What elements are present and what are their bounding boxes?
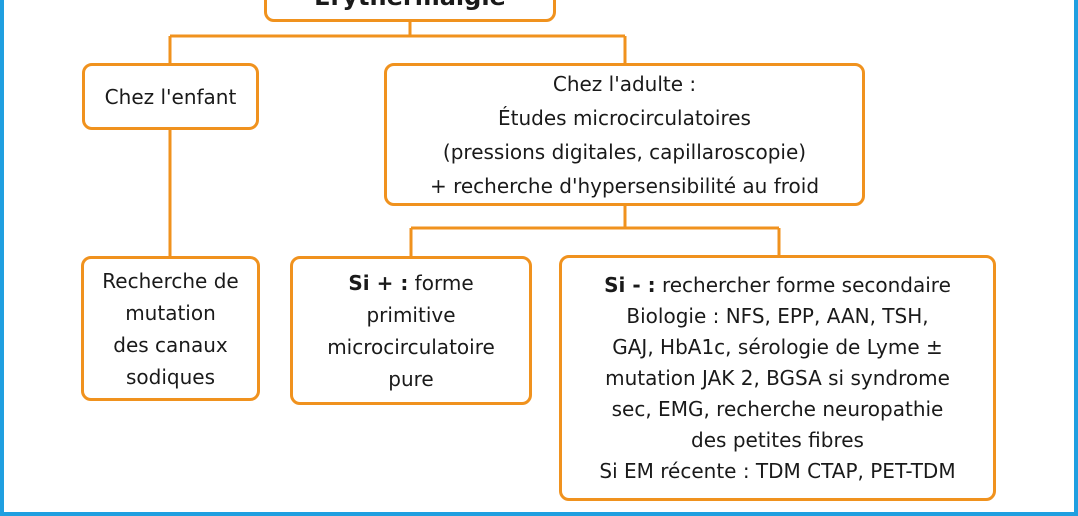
- simoins-line-6: des petites fibres: [691, 427, 864, 452]
- node-chez-adulte: Chez l'adulte : Études microcirculatoire…: [384, 63, 865, 206]
- simoins-line-3: GAJ, HbA1c, sérologie de Lyme ±: [612, 334, 943, 359]
- connector-root-split: [168, 22, 627, 63]
- adulte-line-2: Études microcirculatoires: [498, 105, 751, 130]
- simoins-line-7: Si EM récente : TDM CTAP, PET-TDM: [599, 458, 956, 483]
- siplus-line-1: Si + : forme: [348, 267, 473, 299]
- siplus-prefix: Si + :: [348, 270, 409, 295]
- node-chez-enfant: Chez l'enfant: [82, 63, 259, 130]
- node-recherche-mutation: Recherche de mutation des canaux sodique…: [81, 256, 260, 401]
- root-node: Erythermalgie: [264, 0, 556, 22]
- root-title: Erythermalgie: [314, 0, 506, 13]
- siplus-rest: forme: [408, 270, 474, 295]
- adulte-line-3: (pressions digitales, capillaroscopie): [442, 139, 807, 164]
- enfant-label: Chez l'enfant: [104, 84, 237, 109]
- simoins-rest: rechercher forme secondaire: [655, 272, 951, 297]
- mutation-line-1: Recherche de: [102, 268, 239, 293]
- simoins-line-1: Si - : rechercher forme secondaire: [604, 270, 951, 301]
- connector-adulte-split: [409, 206, 781, 256]
- node-si-moins: Si - : rechercher forme secondaire Biolo…: [559, 255, 996, 501]
- siplus-line-4: pure: [388, 366, 434, 391]
- node-si-plus: Si + : forme primitive microcirculatoire…: [290, 256, 532, 405]
- mutation-line-2: mutation: [125, 300, 216, 325]
- adulte-line-4: + recherche d'hypersensibilité au froid: [429, 173, 820, 198]
- simoins-line-5: sec, EMG, recherche neuropathie: [611, 396, 944, 421]
- simoins-prefix: Si - :: [604, 272, 656, 297]
- simoins-line-2: Biologie : NFS, EPP, AAN, TSH,: [626, 303, 929, 328]
- siplus-line-3: microcirculatoire: [327, 334, 495, 359]
- siplus-line-2: primitive: [366, 302, 456, 327]
- mutation-line-4: sodiques: [125, 364, 215, 389]
- adulte-line-1: Chez l'adulte :: [552, 71, 697, 96]
- mutation-line-3: des canaux: [113, 332, 228, 357]
- simoins-line-4: mutation JAK 2, BGSA si syndrome: [605, 365, 950, 390]
